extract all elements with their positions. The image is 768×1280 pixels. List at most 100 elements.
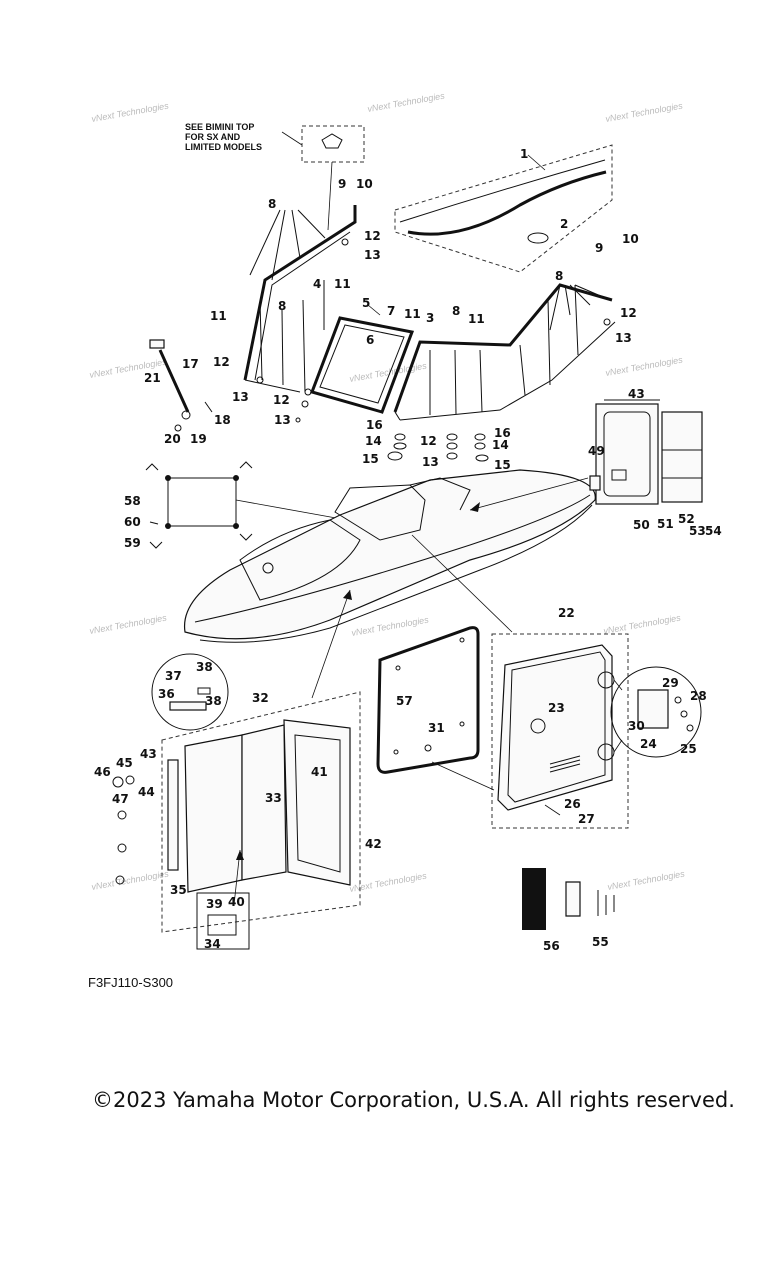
callout-27: 27 <box>578 812 595 826</box>
callout-3: 3 <box>426 311 434 325</box>
callout-57: 57 <box>396 694 413 708</box>
callout-11c: 11 <box>404 307 421 321</box>
callout-39: 39 <box>206 897 223 911</box>
callout-40: 40 <box>228 895 245 909</box>
callout-12d: 12 <box>420 434 437 448</box>
callout-10a: 10 <box>356 177 373 191</box>
callout-19: 19 <box>190 432 207 446</box>
small-cover <box>145 461 337 549</box>
arrow-right-panel <box>469 477 589 512</box>
callout-9a: 9 <box>338 177 346 191</box>
watermark: vNext Technologies <box>89 612 168 636</box>
watermark: vNext Technologies <box>605 354 684 378</box>
copyright-notice: ©2023 Yamaha Motor Corporation, U.S.A. A… <box>92 1088 735 1112</box>
callout-8c: 8 <box>452 304 460 318</box>
callout-50: 50 <box>633 518 650 532</box>
callout-2: 2 <box>560 217 568 231</box>
callout-22: 22 <box>558 606 575 620</box>
callout-13d: 13 <box>422 455 439 469</box>
callout-11a: 11 <box>210 309 227 323</box>
callout-11d: 11 <box>468 312 485 326</box>
watermark: vNext Technologies <box>351 614 430 638</box>
callout-15b: 15 <box>494 458 511 472</box>
callout-28: 28 <box>690 689 707 703</box>
callout-29: 29 <box>662 676 679 690</box>
note-line-1: SEE BIMINI TOP <box>185 122 254 132</box>
callout-13c: 13 <box>274 413 291 427</box>
callout-35: 35 <box>170 883 187 897</box>
callout-33: 33 <box>265 791 282 805</box>
watermark: vNext Technologies <box>91 100 170 124</box>
callout-13b: 13 <box>232 390 249 404</box>
callout-16a: 16 <box>366 418 383 432</box>
callout-41: 41 <box>311 765 328 779</box>
callout-17: 17 <box>182 357 199 371</box>
callout-52: 52 <box>678 512 695 526</box>
note-line-3: LIMITED MODELS <box>185 142 262 152</box>
callout-16b: 16 <box>494 426 511 440</box>
callout-14b: 14 <box>492 438 509 452</box>
callout-36: 36 <box>158 687 175 701</box>
parts-diagram: vNext Technologies vNext Technologies vN… <box>89 90 722 953</box>
callout-12e: 12 <box>620 306 637 320</box>
callout-15a: 15 <box>362 452 379 466</box>
callout-18: 18 <box>214 413 231 427</box>
callout-8d: 8 <box>555 269 563 283</box>
callout-12c: 12 <box>273 393 290 407</box>
callout-37: 37 <box>165 669 182 683</box>
center-windshield <box>310 304 415 414</box>
watermark: vNext Technologies <box>91 868 170 892</box>
callout-60: 60 <box>124 515 141 529</box>
callout-21: 21 <box>144 371 161 385</box>
callout-6: 6 <box>366 333 374 347</box>
callout-51: 51 <box>657 517 674 531</box>
callout-38b: 38 <box>205 694 222 708</box>
watermark: vNext Technologies <box>349 360 428 384</box>
watermark: vNext Technologies <box>367 90 446 114</box>
callout-1: 1 <box>520 147 528 161</box>
callout-46: 46 <box>94 765 111 779</box>
callout-5: 5 <box>362 296 370 310</box>
door-group <box>112 589 361 950</box>
callout-14a: 14 <box>365 434 382 448</box>
callout-8b: 8 <box>278 299 286 313</box>
hatch-group <box>491 633 702 829</box>
callout-56: 56 <box>543 939 560 953</box>
bimini-note: SEE BIMINI TOP FOR SX AND LIMITED MODELS <box>185 122 365 231</box>
callout-59: 59 <box>124 536 141 550</box>
callout-4: 4 <box>313 277 321 291</box>
callout-38a: 38 <box>196 660 213 674</box>
callout-34: 34 <box>204 937 221 951</box>
latch-assembly <box>149 339 213 432</box>
callout-8a: 8 <box>268 197 276 211</box>
callout-47: 47 <box>112 792 129 806</box>
watermark: vNext Technologies <box>607 868 686 892</box>
callout-30: 30 <box>628 719 645 733</box>
callout-12a: 12 <box>364 229 381 243</box>
watermark: vNext Technologies <box>605 100 684 124</box>
callout-13a: 13 <box>364 248 381 262</box>
callout-54: 54 <box>705 524 722 538</box>
right-windshield <box>393 283 616 421</box>
callout-43a: 43 <box>140 747 157 761</box>
storage-panel <box>589 399 703 505</box>
callout-25: 25 <box>680 742 697 756</box>
callout-43b: 43 <box>628 387 645 401</box>
callout-55: 55 <box>592 935 609 949</box>
small-parts <box>522 868 615 930</box>
callout-11b: 11 <box>334 277 351 291</box>
callout-10b: 10 <box>622 232 639 246</box>
callout-9b: 9 <box>595 241 603 255</box>
callout-45: 45 <box>116 756 133 770</box>
callout-42: 42 <box>365 837 382 851</box>
callout-7: 7 <box>387 304 395 318</box>
callout-12b: 12 <box>213 355 230 369</box>
callout-23: 23 <box>548 701 565 715</box>
callout-44: 44 <box>138 785 155 799</box>
callout-32: 32 <box>252 691 269 705</box>
boat-hull <box>183 469 596 643</box>
windshield-hardware <box>256 238 611 462</box>
left-windshield <box>243 205 357 393</box>
note-line-2: FOR SX AND <box>185 132 241 142</box>
callout-58: 58 <box>124 494 141 508</box>
